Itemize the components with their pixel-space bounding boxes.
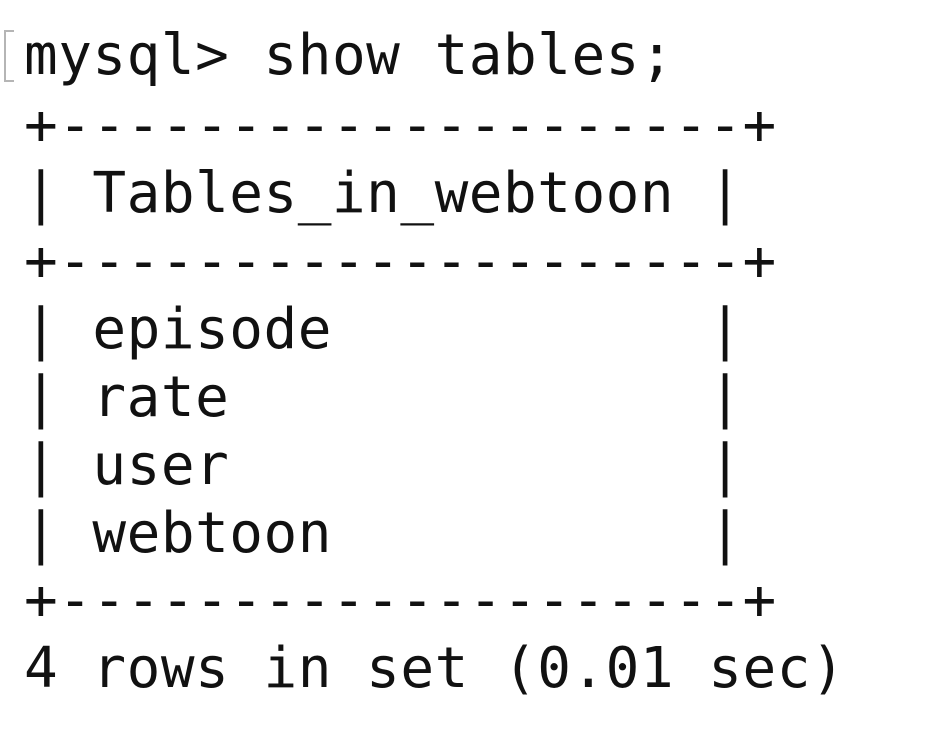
table-border-bottom: +--------------------+ [24,568,777,633]
table-row: | rate | [24,365,743,430]
result-summary: 4 rows in set (0.01 sec) [24,636,846,701]
table-row: | episode | [24,297,743,362]
selection-bracket-icon [4,30,14,82]
command-text: show tables; [263,23,675,88]
table-row: | webtoon | [24,501,743,566]
table-header-row: | Tables_in_webtoon | [24,161,743,226]
mysql-prompt: mysql> [24,23,230,88]
table-border-mid: +--------------------+ [24,229,777,294]
table-border-top: +--------------------+ [24,93,777,158]
command-line: mysql> show tables; [24,22,674,90]
table-row: | user | [24,433,743,498]
